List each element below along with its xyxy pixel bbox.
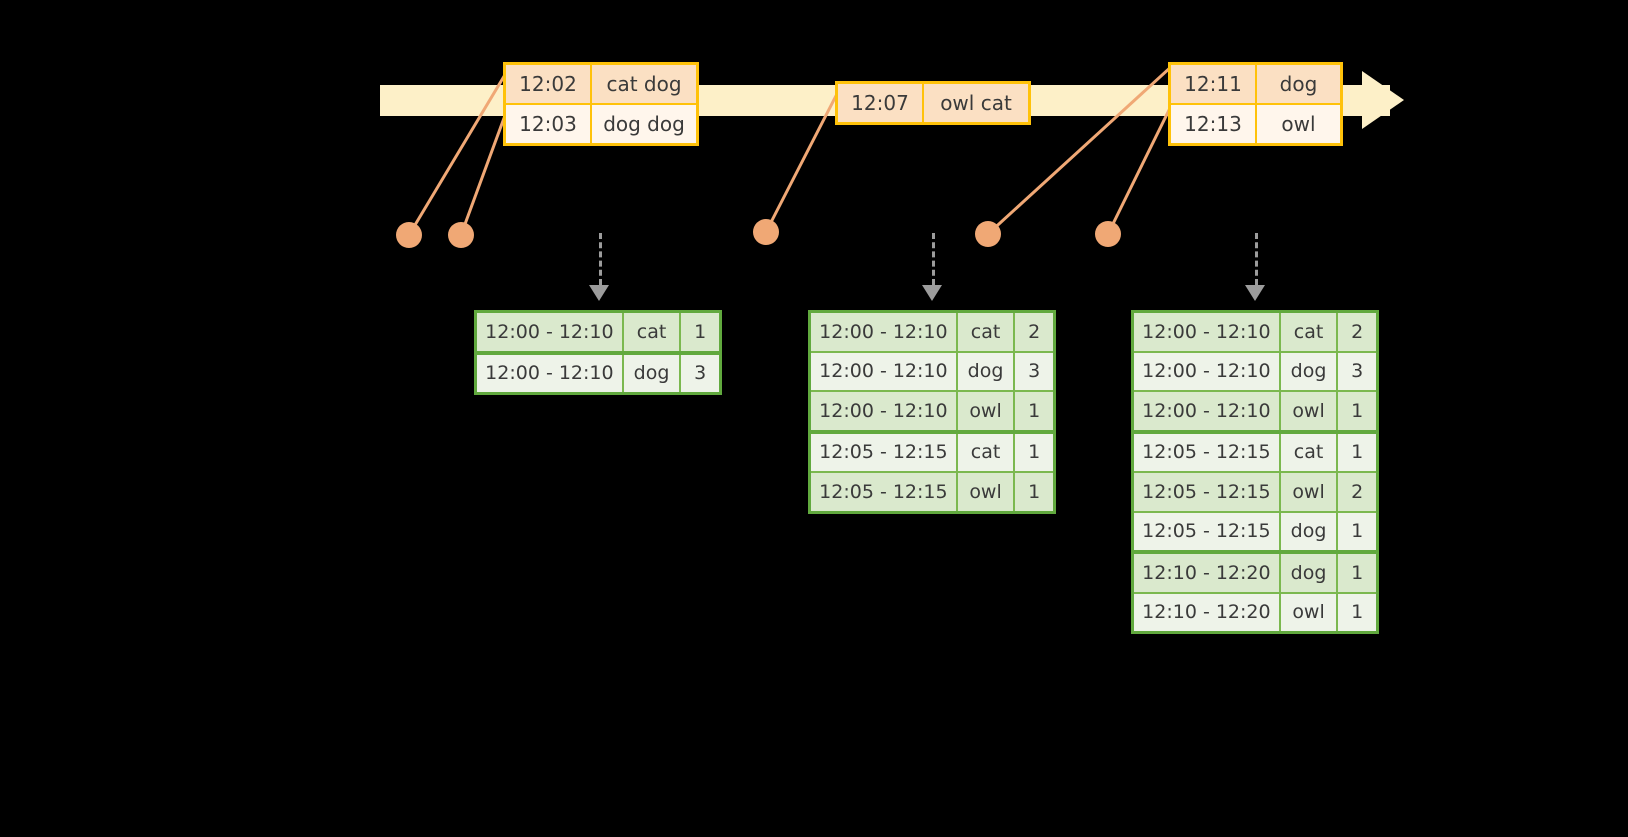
- cell-count: 1: [1338, 554, 1376, 592]
- cell-window: 12:00 - 12:10: [1134, 313, 1281, 351]
- event-time: 12:02: [506, 65, 592, 103]
- cell-count: 1: [681, 313, 719, 351]
- cell-word: cat: [1280, 313, 1339, 351]
- cell-count: 1: [1338, 512, 1376, 550]
- connector-dot: [396, 222, 422, 248]
- connector-dot: [753, 219, 779, 245]
- cell-window: 12:10 - 12:20: [1134, 554, 1281, 592]
- cell-word: cat: [957, 433, 1016, 471]
- cell-word: owl: [1280, 473, 1339, 511]
- table-row: 12:00 - 12:10 cat 2: [811, 313, 1053, 353]
- result-table-3[interactable]: 12:00 - 12:10 cat 2 12:00 - 12:10 dog 3 …: [1131, 310, 1379, 634]
- cell-word: owl: [1280, 593, 1339, 631]
- event-row: 12:11 dog: [1171, 65, 1340, 103]
- event-value: dog dog: [592, 105, 696, 143]
- table-row: 12:00 - 12:10 cat 2: [1134, 313, 1376, 353]
- event-time: 12:03: [506, 105, 592, 143]
- event-group-2[interactable]: 12:07 owl cat: [835, 81, 1031, 125]
- cell-window: 12:05 - 12:15: [811, 433, 958, 471]
- table-row: 12:10 - 12:20 dog 1: [1134, 554, 1376, 594]
- connector-dot: [975, 221, 1001, 247]
- event-time: 12:11: [1171, 65, 1257, 103]
- event-value: dog: [1257, 65, 1340, 103]
- event-group-1[interactable]: 12:02 cat dog 12:03 dog dog: [503, 62, 699, 146]
- table-row: 12:00 - 12:10 owl 1: [811, 392, 1053, 434]
- flow-arrow-head-icon: [922, 285, 942, 301]
- cell-window: 12:00 - 12:10: [811, 392, 958, 430]
- event-row: 12:13 owl: [1171, 103, 1340, 143]
- result-table-1[interactable]: 12:00 - 12:10 cat 1 12:00 - 12:10 dog 3: [474, 310, 722, 395]
- cell-word: dog: [957, 352, 1016, 390]
- cell-window: 12:00 - 12:10: [1134, 352, 1281, 390]
- cell-word: owl: [957, 392, 1016, 430]
- cell-window: 12:00 - 12:10: [1134, 392, 1281, 430]
- cell-word: owl: [1280, 392, 1339, 430]
- cell-window: 12:05 - 12:15: [1134, 473, 1281, 511]
- table-row: 12:00 - 12:10 dog 3: [477, 354, 719, 392]
- cell-count: 3: [1338, 352, 1376, 390]
- table-row: 12:00 - 12:10 dog 3: [811, 352, 1053, 392]
- table-row: 12:05 - 12:15 owl 1: [811, 473, 1053, 511]
- cell-count: 1: [1015, 392, 1053, 430]
- cell-count: 1: [1338, 433, 1376, 471]
- cell-window: 12:05 - 12:15: [1134, 433, 1281, 471]
- event-row: 12:02 cat dog: [506, 65, 696, 103]
- cell-window: 12:00 - 12:10: [811, 352, 958, 390]
- event-time: 12:07: [838, 84, 924, 122]
- cell-window: 12:00 - 12:10: [811, 313, 958, 351]
- flow-arrow-head-icon: [589, 285, 609, 301]
- table-row: 12:05 - 12:15 owl 2: [1134, 473, 1376, 513]
- cell-count: 1: [1338, 392, 1376, 430]
- connector-dot: [448, 222, 474, 248]
- table-row: 12:00 - 12:10 dog 3: [1134, 352, 1376, 392]
- cell-window: 12:00 - 12:10: [477, 354, 624, 392]
- cell-word: cat: [1280, 433, 1339, 471]
- table-row: 12:05 - 12:15 cat 1: [1134, 433, 1376, 473]
- event-time: 12:13: [1171, 105, 1257, 143]
- cell-window: 12:00 - 12:10: [477, 313, 624, 351]
- cell-window: 12:10 - 12:20: [1134, 593, 1281, 631]
- event-row: 12:07 owl cat: [838, 84, 1028, 122]
- cell-count: 1: [1015, 433, 1053, 471]
- cell-word: cat: [957, 313, 1016, 351]
- table-row: 12:10 - 12:20 owl 1: [1134, 593, 1376, 631]
- cell-count: 2: [1338, 473, 1376, 511]
- cell-count: 2: [1015, 313, 1053, 351]
- table-row: 12:00 - 12:10 owl 1: [1134, 392, 1376, 434]
- cell-count: 1: [1015, 473, 1053, 511]
- event-value: owl: [1257, 105, 1340, 143]
- cell-word: dog: [623, 354, 682, 392]
- event-value: owl cat: [924, 84, 1028, 122]
- cell-word: dog: [1280, 554, 1339, 592]
- event-group-3[interactable]: 12:11 dog 12:13 owl: [1168, 62, 1343, 146]
- cell-count: 3: [681, 354, 719, 392]
- result-table-2[interactable]: 12:00 - 12:10 cat 2 12:00 - 12:10 dog 3 …: [808, 310, 1056, 514]
- cell-word: cat: [623, 313, 682, 351]
- cell-count: 3: [1015, 352, 1053, 390]
- flow-arrow-head-icon: [1245, 285, 1265, 301]
- connector-dot: [1095, 221, 1121, 247]
- cell-window: 12:05 - 12:15: [1134, 512, 1281, 550]
- event-row: 12:03 dog dog: [506, 103, 696, 143]
- cell-count: 2: [1338, 313, 1376, 351]
- cell-word: dog: [1280, 512, 1339, 550]
- cell-word: dog: [1280, 352, 1339, 390]
- cell-word: owl: [957, 473, 1016, 511]
- timeline-arrowhead-icon: [1362, 71, 1404, 129]
- table-row: 12:05 - 12:15 cat 1: [811, 433, 1053, 473]
- flow-arrow-shaft: [932, 233, 935, 285]
- flow-arrow-shaft: [1255, 233, 1258, 285]
- table-row: 12:00 - 12:10 cat 1: [477, 313, 719, 355]
- cell-window: 12:05 - 12:15: [811, 473, 958, 511]
- cell-count: 1: [1338, 593, 1376, 631]
- flow-arrow-shaft: [599, 233, 602, 285]
- table-row: 12:05 - 12:15 dog 1: [1134, 512, 1376, 554]
- event-value: cat dog: [592, 65, 696, 103]
